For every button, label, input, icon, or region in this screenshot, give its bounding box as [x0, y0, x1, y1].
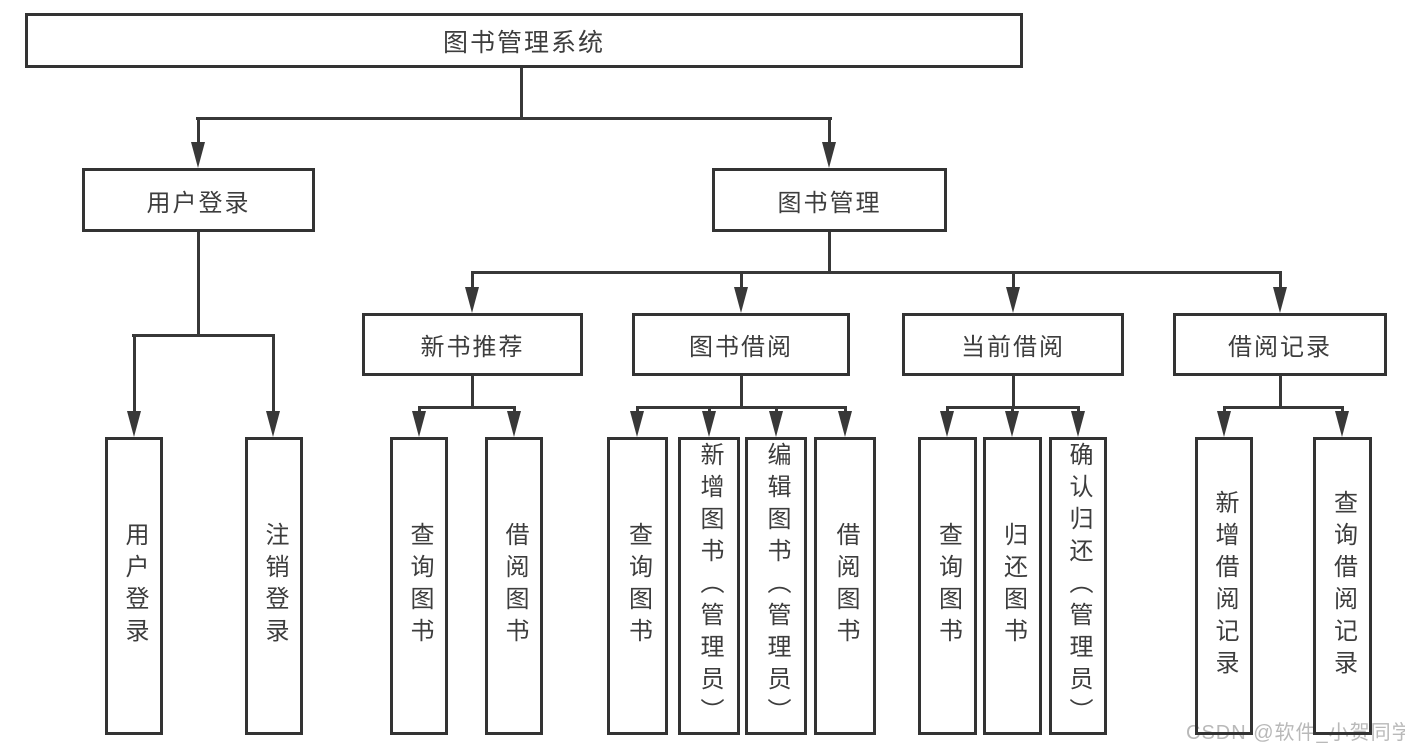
arrow-down-icon — [838, 411, 852, 437]
node-current-borrowing: 当前借阅 — [902, 313, 1124, 376]
csdn-watermark: CSDN @软件_小贺同学 — [1186, 722, 1405, 744]
arrow-down-icon — [734, 287, 748, 313]
leaf-query-books-current: 查询图书 — [918, 437, 977, 735]
connector-to-borrow-record — [1279, 271, 1282, 291]
node-user-login: 用户登录 — [82, 168, 315, 232]
connector-to-book-mgmt — [828, 117, 831, 147]
arrow-down-icon — [1005, 411, 1019, 437]
arrow-down-icon — [412, 411, 426, 437]
node-borrow-records: 借阅记录 — [1173, 313, 1387, 376]
arrow-down-icon — [1335, 411, 1349, 437]
node-book-management: 图书管理 — [712, 168, 947, 232]
connector-borrow-record-split — [1223, 406, 1342, 409]
connector-user-login-split — [132, 334, 275, 337]
connector-to-current-borrow — [1012, 271, 1015, 291]
connector-root-drop — [520, 68, 523, 118]
connector-new-book-drop — [471, 375, 474, 408]
connector-borrow-record-drop — [1279, 375, 1282, 408]
arrow-down-icon — [1217, 411, 1231, 437]
arrow-down-icon — [630, 411, 644, 437]
node-book-borrowing: 图书借阅 — [632, 313, 850, 376]
arrow-down-icon — [822, 142, 836, 168]
arrow-down-icon — [266, 411, 280, 437]
arrow-down-icon — [769, 411, 783, 437]
leaf-query-books-new: 查询图书 — [390, 437, 448, 735]
leaf-borrow-books: 借阅图书 — [814, 437, 876, 735]
connector-level2-split — [196, 117, 832, 120]
leaf-edit-books-admin: 编辑图书（管理员） — [745, 437, 807, 735]
leaf-add-borrow-record: 新增借阅记录 — [1195, 437, 1253, 735]
node-new-book-recommend: 新书推荐 — [362, 313, 583, 376]
arrow-down-icon — [127, 411, 141, 437]
connector-user-login-drop — [197, 232, 200, 336]
arrow-down-icon — [191, 142, 205, 168]
arrow-down-icon — [465, 287, 479, 313]
connector-to-book-borrow — [740, 271, 743, 291]
connector-level3-split — [471, 271, 1282, 274]
leaf-user-login: 用户登录 — [105, 437, 163, 735]
connector-to-leaf — [133, 334, 136, 414]
arrow-down-icon — [1006, 287, 1020, 313]
connector-book-mgmt-drop — [828, 232, 831, 273]
leaf-query-books-borrow: 查询图书 — [607, 437, 668, 735]
leaf-borrow-books-new: 借阅图书 — [485, 437, 543, 735]
leaf-query-borrow-record: 查询借阅记录 — [1313, 437, 1372, 735]
leaf-return-books: 归还图书 — [983, 437, 1042, 735]
arrow-down-icon — [1273, 287, 1287, 313]
connector-new-book-split — [418, 406, 516, 409]
node-root-library-management-system: 图书管理系统 — [25, 13, 1023, 68]
connector-to-new-book — [471, 271, 474, 291]
leaf-add-books-admin: 新增图书（管理员） — [678, 437, 740, 735]
connector-book-borrow-split — [636, 406, 847, 409]
arrow-down-icon — [507, 411, 521, 437]
connector-book-borrow-drop — [740, 375, 743, 408]
arrow-down-icon — [1071, 411, 1085, 437]
arrow-down-icon — [940, 411, 954, 437]
leaf-confirm-return-admin: 确认归还（管理员） — [1049, 437, 1107, 735]
leaf-logout: 注销登录 — [245, 437, 303, 735]
connector-to-leaf — [272, 334, 275, 414]
arrow-down-icon — [702, 411, 716, 437]
connector-to-user-login — [197, 117, 200, 147]
connector-current-borrow-drop — [1012, 375, 1015, 408]
